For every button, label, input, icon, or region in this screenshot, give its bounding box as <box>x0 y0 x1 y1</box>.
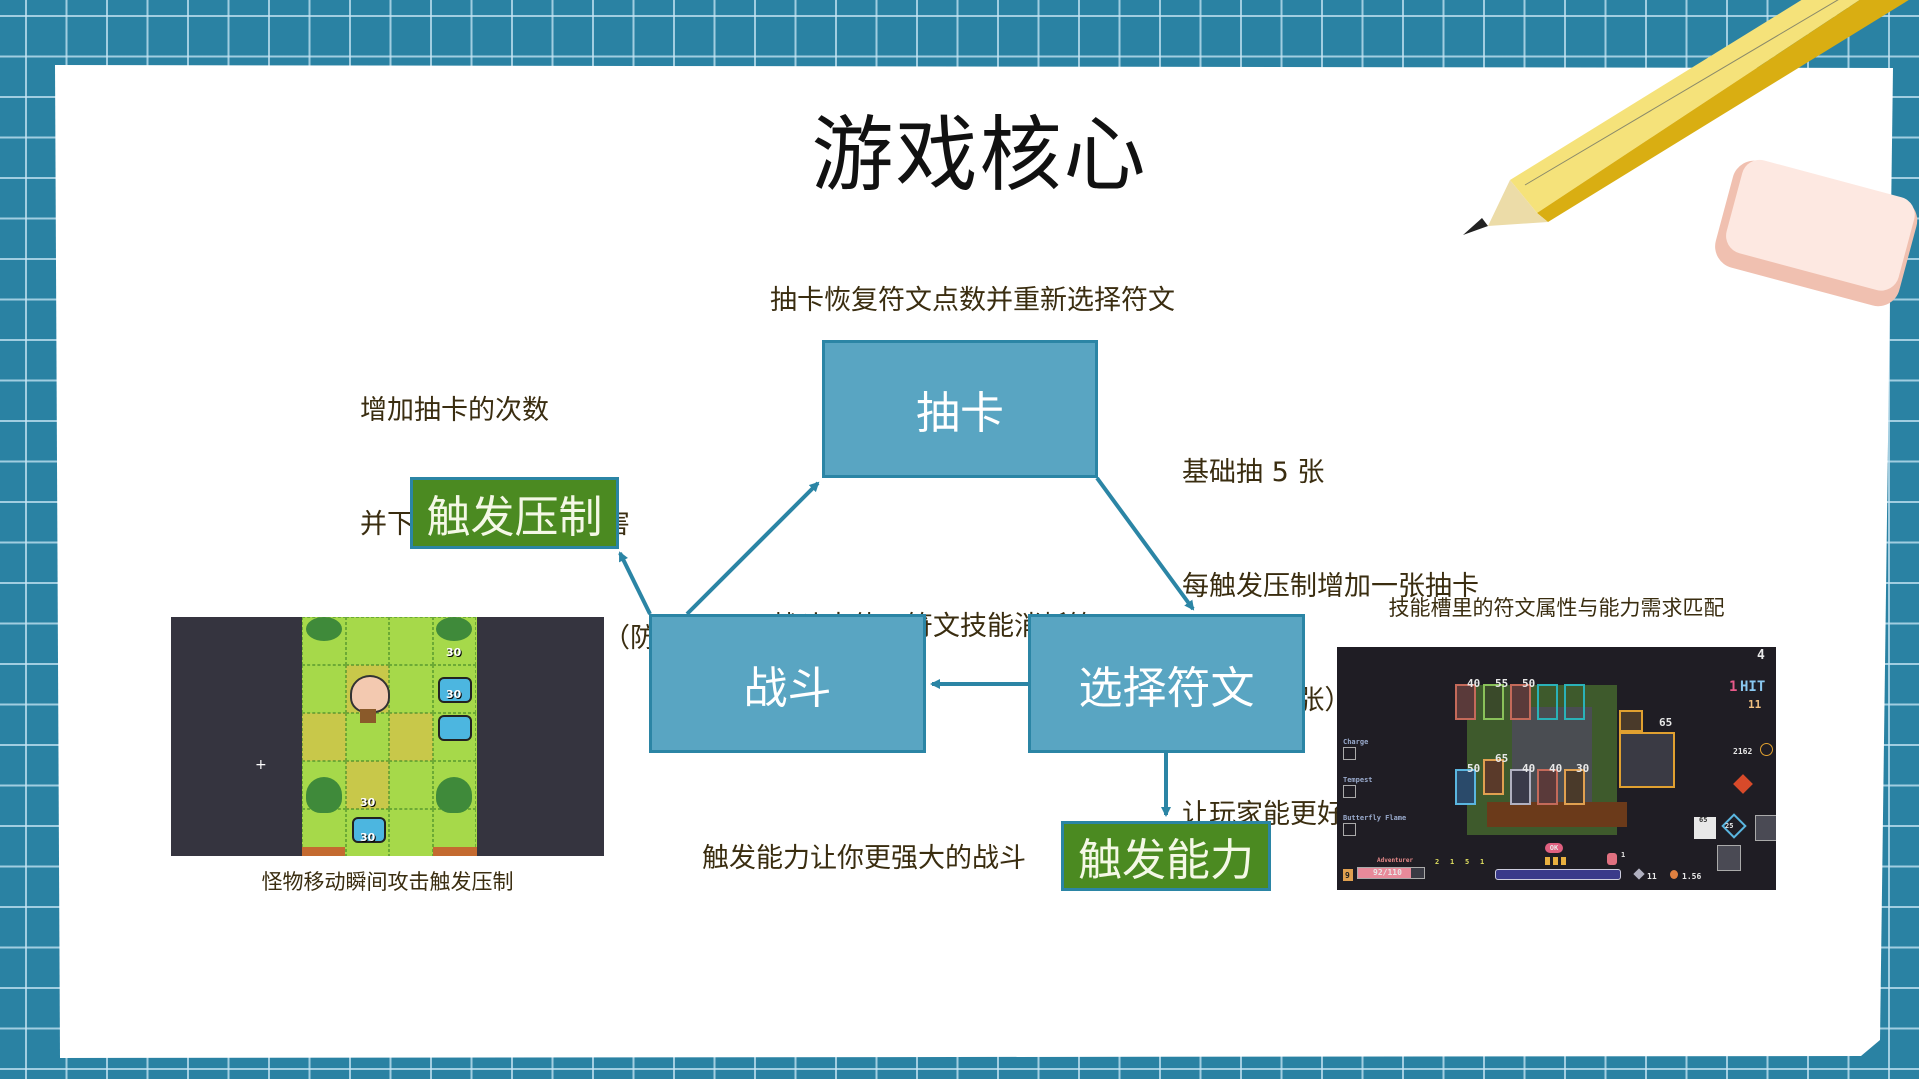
stat-value: 1 <box>1450 858 1455 866</box>
item-slot[interactable] <box>1717 845 1741 871</box>
sword-icon <box>1633 868 1645 880</box>
card-cost: 50 <box>1467 762 1481 775</box>
note-line: 基础抽 5 张 <box>1182 457 1325 488</box>
damage-label: 30 <box>360 796 376 809</box>
potion-count: 1 <box>1621 851 1626 859</box>
game-screenshot-suppress: 30 30 30 30 + <box>171 617 604 856</box>
combo-sub: 11 <box>1748 698 1762 711</box>
tree-icon <box>436 777 472 813</box>
hp-bar <box>1357 867 1425 879</box>
skill-slot[interactable] <box>1343 785 1356 798</box>
rune-grid-panel <box>1619 732 1675 788</box>
skill-name: Tempest <box>1343 776 1373 784</box>
node-draw: 抽卡 <box>822 340 1098 478</box>
fire-skill-icon[interactable] <box>1733 774 1753 794</box>
player-level-badge <box>1343 869 1353 881</box>
skill-slot[interactable] <box>1343 747 1356 760</box>
arrow-battle-to-draw <box>685 481 820 616</box>
combo-label: HIT <box>1740 679 1766 695</box>
slime-monster-icon <box>438 677 472 703</box>
stat-value: 1 <box>1480 858 1485 866</box>
slot-value: 25 <box>1725 822 1734 830</box>
hp-text: 92/110 <box>1373 868 1402 877</box>
mana-bar <box>1495 869 1621 880</box>
item-slot[interactable] <box>1694 817 1716 839</box>
skill-name: Charge <box>1343 738 1369 746</box>
turn-counter: 4 <box>1757 648 1765 663</box>
tree-icon <box>436 617 472 641</box>
node-trigger-suppress: 触发压制 <box>410 477 619 549</box>
attack-value: 11 <box>1647 872 1657 881</box>
player-name: Adventurer <box>1377 857 1414 864</box>
card-cost: 40 <box>1467 677 1481 690</box>
stat-value: 5 <box>1465 858 1470 866</box>
coin-icon <box>1760 743 1773 756</box>
speed-icon <box>1670 870 1678 879</box>
combo-count: 1 <box>1729 679 1738 695</box>
rune-slot <box>1619 710 1643 732</box>
ok-button[interactable]: OK <box>1545 843 1563 853</box>
dirt-edge <box>1487 802 1627 827</box>
potion-icon[interactable] <box>1607 853 1617 865</box>
game-screenshot-skills: 40 55 50 50 65 40 40 30 65 Charge Tempes… <box>1337 647 1776 890</box>
player-body <box>360 709 376 723</box>
card-cost: 40 <box>1549 762 1563 775</box>
note-line: 每触发压制增加一张抽卡 <box>1182 571 1479 602</box>
skill-name: Butterfly Flame <box>1343 814 1407 822</box>
note-draw-restore: 抽卡恢复符文点数并重新选择符文 <box>770 285 1175 316</box>
slime-monster-icon <box>352 817 386 843</box>
gold-amount: 2162 <box>1733 747 1753 756</box>
damage-label: 30 <box>360 831 376 844</box>
grass-grid: 30 30 30 30 <box>302 617 477 856</box>
arrow-battle-to-suppress <box>618 551 652 615</box>
card-cost: 30 <box>1576 762 1590 775</box>
star-icon: + <box>255 757 267 773</box>
slime-monster-icon <box>438 715 472 741</box>
player-character-icon <box>350 675 390 713</box>
player-level: 9 <box>1345 871 1350 880</box>
item-slot[interactable] <box>1755 815 1776 841</box>
tree-icon <box>306 777 342 813</box>
speed-value: 1.56 <box>1682 872 1702 881</box>
node-select-rune: 选择符文 <box>1028 614 1305 753</box>
damage-label: 30 <box>446 688 462 701</box>
card-cost: 55 <box>1495 677 1509 690</box>
card-cost: 40 <box>1522 762 1536 775</box>
rune-cost: 65 <box>1659 716 1673 729</box>
node-battle: 战斗 <box>649 614 926 753</box>
note-line: 增加抽卡的次数 <box>360 395 549 426</box>
caption-right-image: 技能槽里的符文属性与能力需求匹配 <box>1388 596 1725 620</box>
arrow-draw-to-select <box>1095 476 1195 611</box>
tree-icon <box>306 617 342 641</box>
caption-left-image: 怪物移动瞬间攻击触发压制 <box>261 870 514 894</box>
note-ability-effect: 触发能力让你更强大的战斗 <box>702 843 1026 874</box>
slot-value: 65 <box>1699 816 1708 824</box>
card-cost: 50 <box>1522 677 1536 690</box>
stat-value: 2 <box>1435 858 1440 866</box>
page-title: 游戏核心 <box>811 108 1148 203</box>
card-cost: 65 <box>1495 752 1509 765</box>
damage-label: 30 <box>446 646 462 659</box>
node-trigger-ability: 触发能力 <box>1061 821 1271 891</box>
skill-slot[interactable] <box>1343 823 1356 836</box>
